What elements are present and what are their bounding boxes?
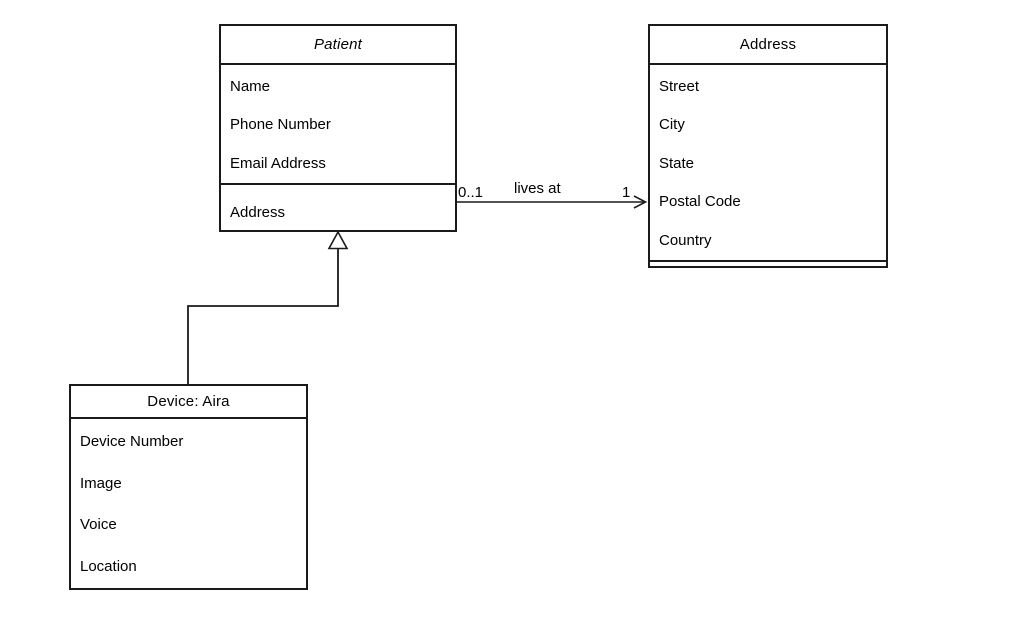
address-attributes-compartment: Street City State Postal Code Country [650, 65, 886, 262]
device-attribute-location: Location [80, 557, 137, 575]
class-box-address: Address Street City State Postal Code Co… [648, 24, 888, 268]
device-attribute-voice: Voice [80, 516, 117, 534]
device-attributes-compartment: Device Number Image Voice Location [71, 419, 306, 588]
multiplicity-address-end: 1 [622, 184, 631, 201]
device-attribute-image: Image [80, 474, 122, 492]
association-label-lives-at: lives at [514, 180, 561, 197]
patient-attribute-phone-number: Phone Number [230, 116, 331, 134]
patient-attribute-name: Name [230, 77, 271, 95]
generalization-connector [187, 248, 339, 384]
class-box-device-aira: Device: Aira Device Number Image Voice L… [69, 384, 308, 590]
patient-second-compartment: Address [221, 185, 455, 234]
multiplicity-patient-end: 0..1 [458, 184, 484, 201]
class-box-patient: Patient Name Phone Number Email Address … [219, 24, 457, 232]
address-attribute-postal-code: Postal Code [659, 193, 741, 211]
device-attribute-device-number: Device Number [80, 433, 184, 451]
address-attribute-street: Street [659, 77, 700, 95]
patient-attribute-address: Address [230, 203, 286, 221]
open-arrowhead-icon [633, 195, 648, 209]
address-attribute-state: State [659, 154, 695, 172]
device-class-title: Device: Aira [71, 386, 306, 419]
address-empty-operations-compartment [650, 262, 886, 266]
patient-class-title: Patient [221, 26, 455, 65]
patient-attribute-email-address: Email Address [230, 154, 326, 172]
address-attribute-country: Country [659, 231, 712, 249]
address-attribute-city: City [659, 116, 685, 134]
generalization-triangle-icon [327, 230, 349, 250]
patient-attributes-compartment: Name Phone Number Email Address [221, 65, 455, 185]
address-class-title: Address [650, 26, 886, 65]
